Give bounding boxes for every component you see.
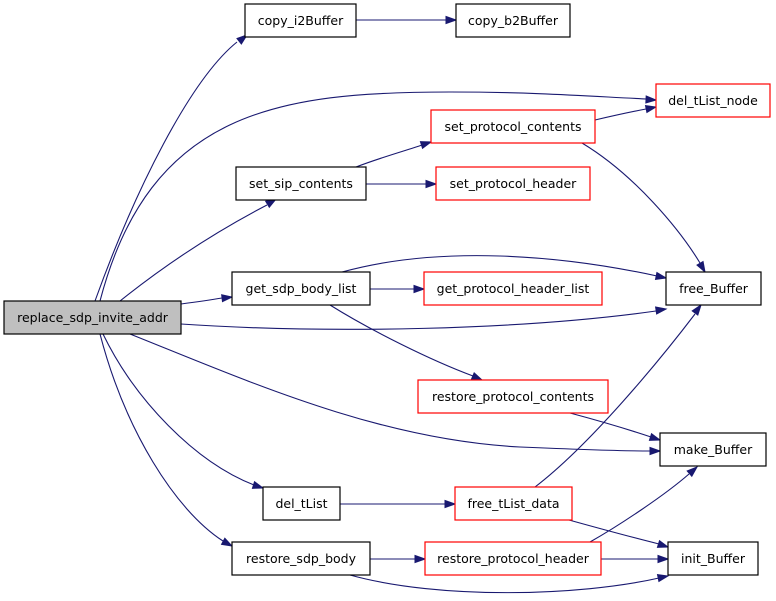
node-label: del_tList_node	[668, 93, 758, 108]
arrowhead	[657, 554, 670, 564]
edge-layer	[94, 15, 706, 594]
edge-restore-protocol-header-to-init-buffer	[600, 554, 670, 564]
edge-restore-protocol-contents-to-make-buffer	[569, 412, 662, 441]
node-copy-i2buffer[interactable]: copy_i2Buffer	[244, 3, 357, 38]
node-label: restore_protocol_contents	[432, 389, 594, 404]
node-label: replace_sdp_invite_addr	[17, 310, 169, 325]
node-label: restore_sdp_body	[246, 551, 357, 566]
arrowhead	[444, 499, 457, 509]
node-label: del_tList	[275, 496, 327, 511]
node-restore-protocol-contents[interactable]: restore_protocol_contents	[417, 379, 609, 414]
edge-root-to-restore-sdp-body	[99, 333, 234, 547]
arrowhead	[686, 466, 699, 478]
arrowhead	[425, 179, 438, 189]
node-label: free_Buffer	[679, 281, 749, 296]
arrowhead	[648, 432, 662, 441]
node-set-protocol-contents[interactable]: set_protocol_contents	[430, 109, 596, 144]
edge-root-to-get-sdp-body-list	[180, 294, 234, 305]
arrowhead	[221, 294, 234, 303]
node-label: copy_b2Buffer	[468, 13, 559, 28]
arrowhead	[470, 372, 484, 381]
edge-set-sip-contents-to-set-protocol-header	[366, 179, 438, 189]
arrowhead	[445, 15, 458, 25]
edge-root-to-free-buffer	[180, 306, 668, 330]
edge-free-tlist-data-to-init-buffer	[568, 519, 670, 548]
node-del-tlist[interactable]: del_tList	[262, 486, 341, 521]
arrowhead	[644, 104, 658, 114]
edge-restore-sdp-body-to-init-buffer	[349, 573, 670, 594]
node-restore-sdp-body[interactable]: restore_sdp_body	[231, 541, 371, 576]
edge-get-sdp-body-list-to-restore-protocol-contents	[329, 304, 484, 381]
edge-root-to-copy-i2buffer	[94, 34, 249, 302]
node-label: init_Buffer	[681, 551, 746, 566]
node-label: set_protocol_header	[450, 176, 577, 191]
edge-restore-protocol-header-to-make-buffer	[589, 466, 699, 543]
node-copy-b2buffer[interactable]: copy_b2Buffer	[455, 3, 571, 38]
arrowhead	[645, 95, 658, 104]
node-make-buffer[interactable]: make_Buffer	[659, 432, 767, 467]
node-label: set_protocol_contents	[445, 119, 582, 134]
arrowhead	[691, 303, 702, 316]
edge-root-to-make-buffer	[129, 333, 662, 456]
arrowhead	[414, 554, 427, 564]
node-label: restore_protocol_header	[437, 551, 590, 566]
node-label: copy_i2Buffer	[258, 13, 344, 28]
node-replace-sdp-invite-addr[interactable]: replace_sdp_invite_addr	[3, 300, 182, 335]
node-init-buffer[interactable]: init_Buffer	[667, 541, 759, 576]
edge-free-tlist-data-to-free-buffer	[534, 303, 702, 488]
arrowhead	[251, 480, 265, 489]
arrowhead	[656, 573, 670, 583]
arrowhead	[649, 446, 662, 456]
edge-root-to-del-tlist	[102, 333, 265, 489]
arrowhead	[220, 537, 234, 547]
edge-get-sdp-body-list-to-free-buffer	[341, 255, 668, 281]
edge-set-protocol-contents-to-del-tlist-node	[594, 104, 658, 121]
node-label: get_protocol_header_list	[437, 281, 590, 296]
node-set-protocol-header[interactable]: set_protocol_header	[435, 166, 591, 201]
node-free-tlist-data[interactable]: free_tList_data	[454, 486, 573, 521]
edge-root-to-del-tlist-node	[99, 91, 658, 302]
edge-set-protocol-contents-to-free-buffer	[581, 142, 706, 274]
arrowhead	[696, 260, 706, 274]
node-del-tlist-node[interactable]: del_tList_node	[655, 83, 771, 118]
edge-del-tlist-to-free-tlist-data	[340, 499, 457, 509]
node-set-sip-contents[interactable]: set_sip_contents	[235, 166, 367, 201]
arrowhead	[654, 271, 668, 281]
node-label: make_Buffer	[674, 442, 753, 457]
node-label: free_tList_data	[467, 496, 559, 511]
node-restore-protocol-header[interactable]: restore_protocol_header	[424, 541, 602, 576]
node-free-buffer[interactable]: free_Buffer	[665, 271, 762, 306]
node-label: get_sdp_body_list	[246, 281, 357, 296]
arrowhead	[656, 539, 670, 548]
arrowhead	[654, 306, 668, 315]
node-label: set_sip_contents	[249, 176, 353, 191]
arrowhead	[419, 141, 433, 150]
arrowhead	[413, 284, 426, 294]
edge-copy-i2buffer-to-copy-b2buffer	[356, 15, 458, 25]
edge-restore-sdp-body-to-restore-protocol-header	[369, 554, 427, 564]
node-get-sdp-body-list[interactable]: get_sdp_body_list	[231, 271, 371, 306]
edge-get-sdp-body-list-to-get-protocol-header-list	[370, 284, 426, 294]
edge-set-sip-contents-to-set-protocol-contents	[355, 141, 433, 168]
node-get-protocol-header-list[interactable]: get_protocol_header_list	[423, 271, 603, 306]
